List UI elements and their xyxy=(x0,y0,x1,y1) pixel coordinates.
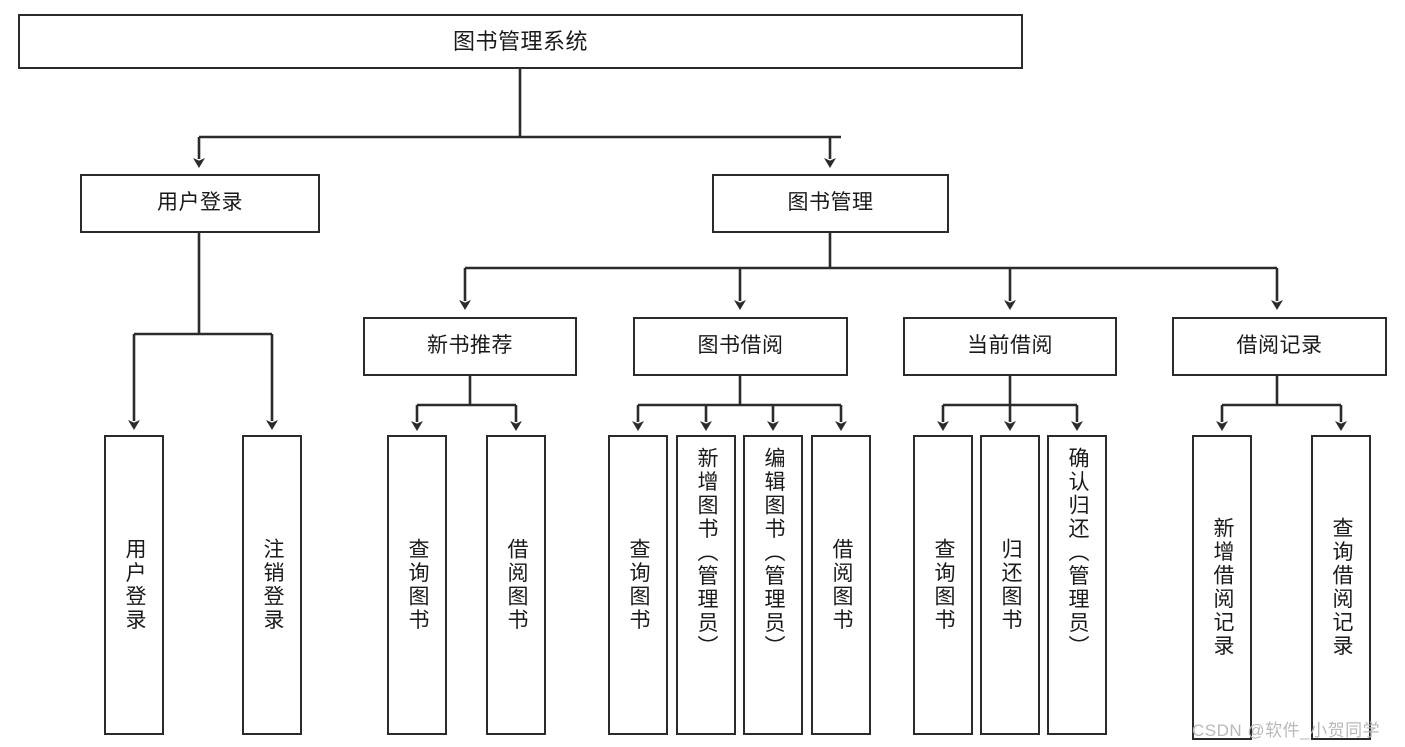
node-current-borrow-label: 当前借阅 xyxy=(967,334,1053,358)
node-leaf-user-logout[interactable]: 注销登录 xyxy=(242,435,302,735)
node-leaf-borrow-book-1[interactable]: 借阅图书 xyxy=(486,435,546,735)
node-book-borrow[interactable]: 图书借阅 xyxy=(633,317,848,376)
node-leaf-borrow-book-2-label: 借阅图书 xyxy=(830,538,854,632)
node-book-borrow-label: 图书借阅 xyxy=(697,334,784,358)
node-leaf-query-book-2[interactable]: 查询图书 xyxy=(608,435,668,735)
node-leaf-query-record[interactable]: 查询借阅记录 xyxy=(1311,435,1371,740)
node-book-manage[interactable]: 图书管理 xyxy=(712,174,949,233)
node-leaf-confirm-return-label: 确认归还（管理员） xyxy=(1066,447,1090,659)
node-current-borrow[interactable]: 当前借阅 xyxy=(903,317,1117,376)
node-leaf-return-book[interactable]: 归还图书 xyxy=(980,435,1040,735)
node-leaf-query-book-3-label: 查询图书 xyxy=(932,538,956,632)
node-leaf-add-record[interactable]: 新增借阅记录 xyxy=(1192,435,1252,740)
node-user-login[interactable]: 用户登录 xyxy=(80,174,320,233)
csdn-watermark: CSDN @软件_小贺同学 xyxy=(1192,721,1381,740)
node-leaf-borrow-book-1-label: 借阅图书 xyxy=(505,538,529,632)
node-root[interactable]: 图书管理系统 xyxy=(18,14,1023,69)
node-leaf-edit-book-label: 编辑图书（管理员） xyxy=(762,447,786,659)
node-leaf-query-book-3[interactable]: 查询图书 xyxy=(913,435,973,735)
node-leaf-user-logout-label: 注销登录 xyxy=(261,538,285,632)
node-leaf-query-book-2-label: 查询图书 xyxy=(627,538,651,632)
node-new-book-recommend-label: 新书推荐 xyxy=(427,334,513,358)
node-leaf-edit-book[interactable]: 编辑图书（管理员） xyxy=(743,435,803,735)
node-leaf-confirm-return[interactable]: 确认归还（管理员） xyxy=(1047,435,1107,735)
node-leaf-user-login-label: 用户登录 xyxy=(123,538,147,632)
node-root-label: 图书管理系统 xyxy=(452,28,588,54)
node-user-login-label: 用户登录 xyxy=(157,191,243,215)
node-leaf-query-book-1-label: 查询图书 xyxy=(406,538,430,632)
node-leaf-add-book-label: 新增图书（管理员） xyxy=(695,447,719,659)
node-leaf-query-book-1[interactable]: 查询图书 xyxy=(387,435,447,735)
node-leaf-add-book[interactable]: 新增图书（管理员） xyxy=(676,435,736,735)
node-leaf-add-record-label: 新增借阅记录 xyxy=(1211,517,1235,658)
node-leaf-borrow-book-2[interactable]: 借阅图书 xyxy=(811,435,871,735)
node-borrow-record[interactable]: 借阅记录 xyxy=(1172,317,1387,376)
node-borrow-record-label: 借阅记录 xyxy=(1236,334,1323,358)
node-book-manage-label: 图书管理 xyxy=(787,191,874,215)
node-leaf-query-record-label: 查询借阅记录 xyxy=(1330,517,1354,658)
node-new-book-recommend[interactable]: 新书推荐 xyxy=(363,317,577,376)
node-leaf-return-book-label: 归还图书 xyxy=(999,538,1023,632)
node-leaf-user-login[interactable]: 用户登录 xyxy=(104,435,164,735)
